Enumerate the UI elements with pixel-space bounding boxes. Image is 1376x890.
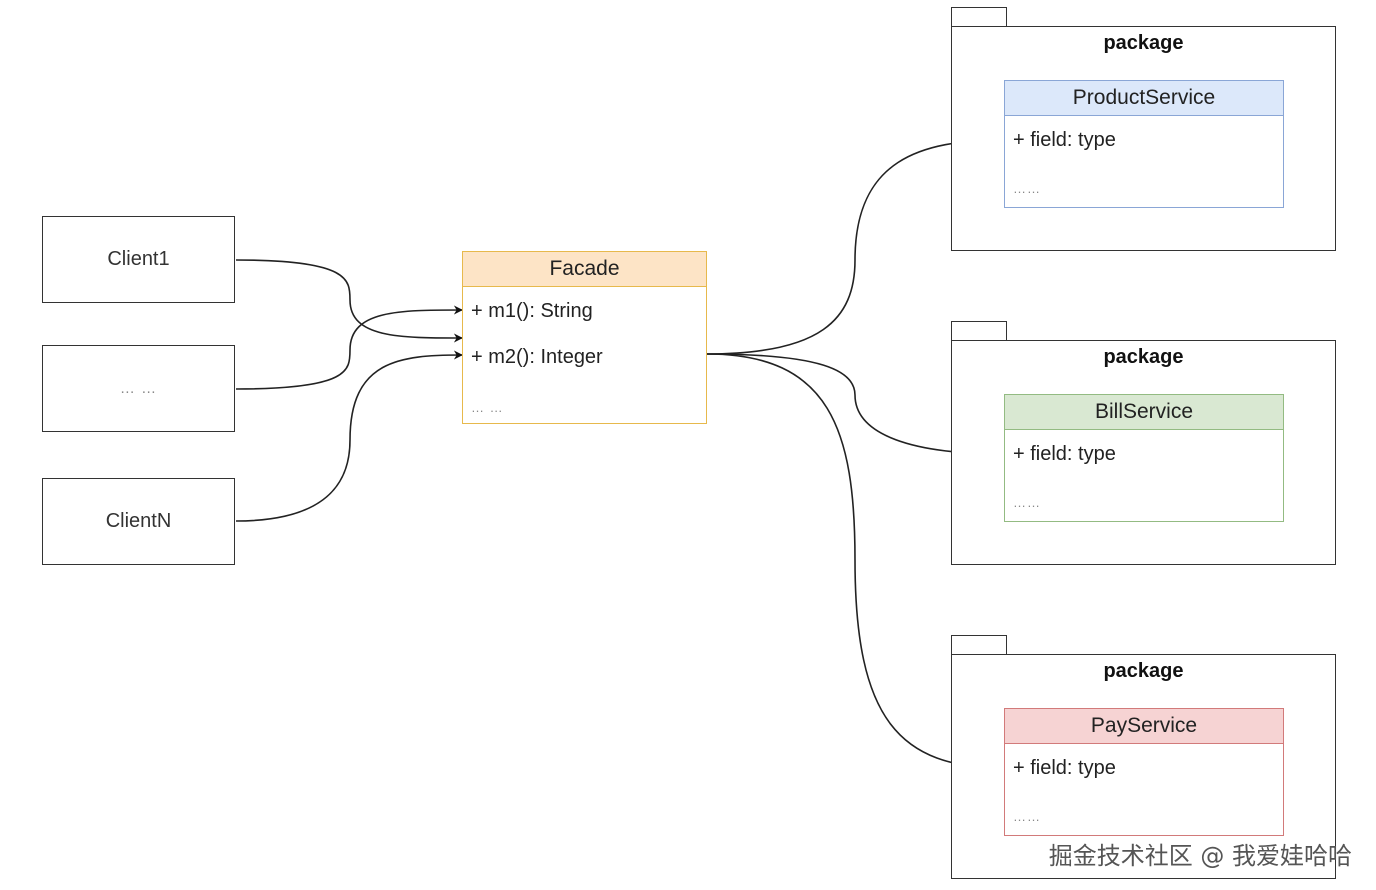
- package-label: package: [1103, 660, 1184, 682]
- service-class-box: ProductService + field: type ……: [1004, 80, 1284, 208]
- package-tab: [951, 7, 1007, 26]
- facade-method: + m2(): Integer: [471, 346, 603, 368]
- service-class-title: BillService: [1094, 400, 1194, 423]
- connector-clientn-facade: [235, 350, 463, 522]
- service-field: + field: type: [1013, 757, 1116, 779]
- connector-clientdots-facade: [235, 305, 463, 390]
- service-class-box: BillService + field: type ……: [1004, 394, 1284, 522]
- service-class-title: ProductService: [1072, 86, 1216, 109]
- client-label: ClientN: [105, 510, 172, 532]
- package-tab: [951, 321, 1007, 340]
- service-field: + field: type: [1013, 129, 1116, 151]
- connector-client1-facade: [235, 259, 463, 343]
- facade-more: … …: [471, 400, 504, 415]
- client-label: … …: [119, 380, 158, 397]
- facade-class-header: Facade: [463, 252, 706, 287]
- client-box: Client1: [42, 216, 235, 303]
- client-box: … …: [42, 345, 235, 432]
- service-class-header: ProductService: [1005, 81, 1283, 116]
- service-class-box: PayService + field: type ……: [1004, 708, 1284, 836]
- facade-class-title: Facade: [549, 257, 620, 280]
- service-class-header: PayService: [1005, 709, 1283, 744]
- client-box: ClientN: [42, 478, 235, 565]
- facade-method: + m1(): String: [471, 300, 593, 322]
- connector-facade-bill: [706, 353, 1005, 459]
- package-label: package: [1103, 346, 1184, 368]
- package-label: package: [1103, 32, 1184, 54]
- service-more: ……: [1013, 809, 1041, 824]
- connector-facade-pay: [706, 353, 1005, 773]
- connector-facade-product: [706, 135, 1005, 355]
- watermark: 掘金技术社区 @ 我爱娃哈哈: [1048, 842, 1352, 870]
- service-more: ……: [1013, 495, 1041, 510]
- service-more: ……: [1013, 181, 1041, 196]
- package-tab: [951, 635, 1007, 654]
- service-class-header: BillService: [1005, 395, 1283, 430]
- client-label: Client1: [107, 248, 170, 270]
- service-class-title: PayService: [1090, 714, 1198, 737]
- facade-class-box: Facade + m1(): String + m2(): Integer … …: [462, 251, 707, 424]
- service-field: + field: type: [1013, 443, 1116, 465]
